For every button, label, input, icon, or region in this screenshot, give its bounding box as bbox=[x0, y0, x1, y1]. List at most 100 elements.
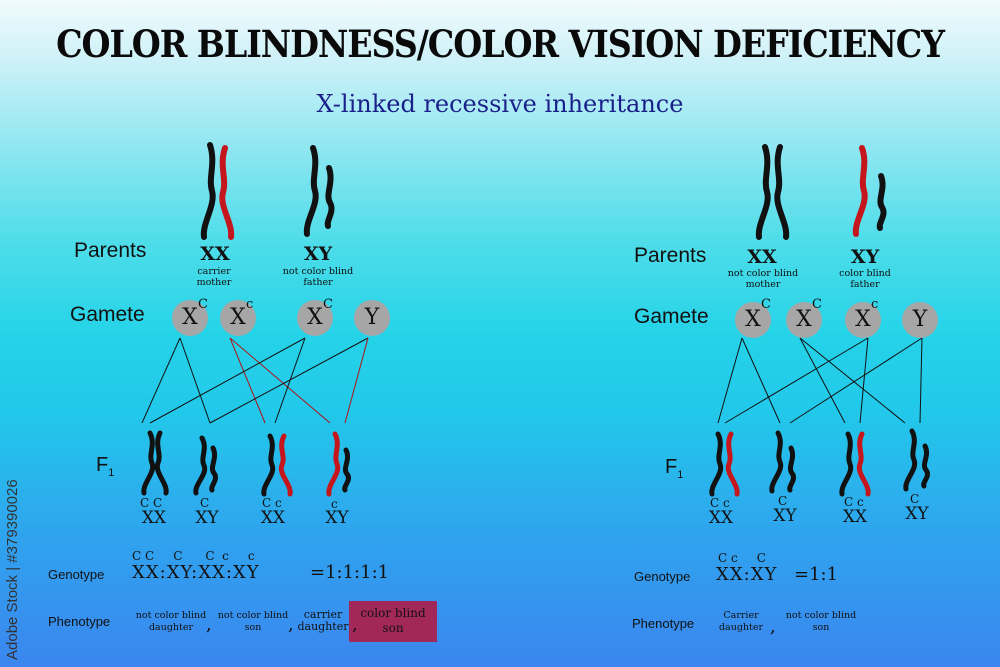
right-father-desc-line2: father bbox=[850, 279, 880, 290]
right-cross-line-4 bbox=[799, 337, 906, 424]
right-offspring-1-geno: XX bbox=[708, 508, 734, 528]
left-phenotype-2-line2: son bbox=[244, 622, 262, 633]
left-father-chromosome-y bbox=[324, 165, 335, 229]
left-offspring-1-geno: XX bbox=[141, 508, 167, 528]
left-gamete-2-base: X bbox=[230, 305, 246, 330]
right-offspring-4-chrom-y bbox=[921, 443, 931, 489]
right-father-desc: color blind father bbox=[826, 268, 904, 290]
left-offspring-3-sup: C c bbox=[262, 496, 282, 510]
right-offspring-1-chrom-b bbox=[725, 431, 740, 497]
right-gamete-1-sup: C bbox=[761, 297, 771, 312]
left-cross-line-8 bbox=[344, 337, 369, 424]
right-offspring-3-chrom-a bbox=[839, 431, 854, 497]
left-phenotype-4-line2: son bbox=[382, 621, 404, 635]
right-f1-label: F1 bbox=[665, 456, 683, 481]
left-offspring-4-chrom-x bbox=[326, 431, 341, 497]
right-gamete-2-sup: C bbox=[812, 297, 822, 312]
left-offspring-3-geno: XX bbox=[260, 508, 286, 528]
right-phenotype-sep-1: , bbox=[770, 616, 776, 637]
left-phenotype-1-line2: daughter bbox=[148, 622, 194, 633]
right-cross-line-2 bbox=[741, 337, 781, 424]
right-offspring-1-sup: C c bbox=[710, 496, 730, 510]
left-offspring-3-chrom-b bbox=[278, 433, 293, 497]
right-father-genotype: XY bbox=[850, 246, 880, 268]
left-f1-letter: F bbox=[96, 454, 109, 476]
right-cross-line-5 bbox=[724, 337, 869, 424]
right-phenotype-1-line1: Carrier bbox=[723, 610, 759, 621]
right-phenotype-label: Phenotype bbox=[632, 616, 695, 631]
right-parents-label: Parents bbox=[634, 244, 707, 267]
left-offspring-4-sup: c bbox=[331, 497, 338, 511]
left-phenotype-4-line1: color blind bbox=[360, 606, 426, 620]
right-phenotype-2-line1: not color blind bbox=[785, 610, 857, 621]
left-father-desc-line2: father bbox=[303, 277, 333, 288]
left-phenotype-2-line1: not color blind bbox=[217, 610, 289, 621]
left-f1-label: F1 bbox=[96, 454, 114, 479]
right-gamete-label: Gamete bbox=[634, 305, 709, 328]
left-mother-desc: carrier mother bbox=[172, 266, 256, 288]
page-subtitle: X-linked recessive inheritance bbox=[316, 90, 684, 118]
left-father-desc: not color blind father bbox=[268, 266, 368, 288]
left-phenotype-1-line1: not color blind bbox=[135, 610, 207, 621]
left-mother-chromosome-x2 bbox=[219, 145, 235, 240]
right-mother-desc-line1: not color blind bbox=[727, 268, 799, 279]
right-genotype-sups: C c C bbox=[718, 551, 766, 565]
right-offspring-3-chrom-b bbox=[856, 431, 871, 497]
left-offspring-2-chrom-y bbox=[209, 445, 219, 493]
left-offspring-1-chrom-b bbox=[154, 430, 169, 496]
right-gamete-2-base: X bbox=[796, 307, 812, 332]
left-cross-line-3 bbox=[229, 337, 266, 424]
left-gamete-4-base: Y bbox=[364, 305, 380, 330]
left-parents-label: Parents bbox=[74, 239, 147, 262]
left-genotype-label: Genotype bbox=[48, 567, 105, 582]
left-cross-line-2 bbox=[179, 337, 211, 424]
right-genotype-formula: XX:XY bbox=[716, 564, 778, 585]
left-phenotype-3-line2: daughter bbox=[297, 620, 349, 633]
right-cross-line-1 bbox=[717, 337, 743, 424]
left-cross-line-5 bbox=[149, 337, 306, 424]
left-cross-line-7 bbox=[209, 337, 369, 424]
left-mother-chromosome-x1 bbox=[200, 142, 216, 240]
right-genotype-label: Genotype bbox=[634, 569, 691, 584]
right-gamete-3-base: X bbox=[855, 307, 871, 332]
right-gamete-3-sup: c bbox=[871, 297, 879, 312]
right-cross-line-7 bbox=[789, 337, 923, 424]
left-offspring-3-chrom-a bbox=[261, 433, 276, 497]
left-father-genotype: XY bbox=[303, 243, 333, 265]
left-phenotype-sep-1: , bbox=[206, 614, 212, 635]
right-f1-letter: F bbox=[665, 456, 678, 478]
right-mother-desc: not color blind mother bbox=[718, 268, 808, 290]
right-mother-desc-line2: mother bbox=[745, 279, 781, 290]
right-mother-genotype: XX bbox=[747, 246, 777, 268]
left-cross-line-4 bbox=[229, 337, 331, 424]
left-offspring-4-geno: XY bbox=[325, 508, 349, 528]
right-father-chromosome-x bbox=[852, 145, 868, 237]
right-offspring-2-sup: C bbox=[778, 494, 788, 508]
left-gamete-3-base: X bbox=[307, 305, 323, 330]
left-offspring-1-chrom-a bbox=[141, 430, 156, 496]
right-cross-line-3 bbox=[799, 337, 846, 424]
left-phenotype-3-line1: carrier bbox=[303, 608, 343, 621]
left-father-chromosome-x bbox=[303, 145, 319, 237]
right-offspring-2-chrom-y bbox=[787, 445, 797, 493]
left-genotype-formula: XX:XY:XX:XY bbox=[132, 562, 260, 583]
left-mother-desc-line2: mother bbox=[196, 277, 232, 288]
left-genotype-ratio: =1:1:1:1 bbox=[310, 562, 390, 583]
